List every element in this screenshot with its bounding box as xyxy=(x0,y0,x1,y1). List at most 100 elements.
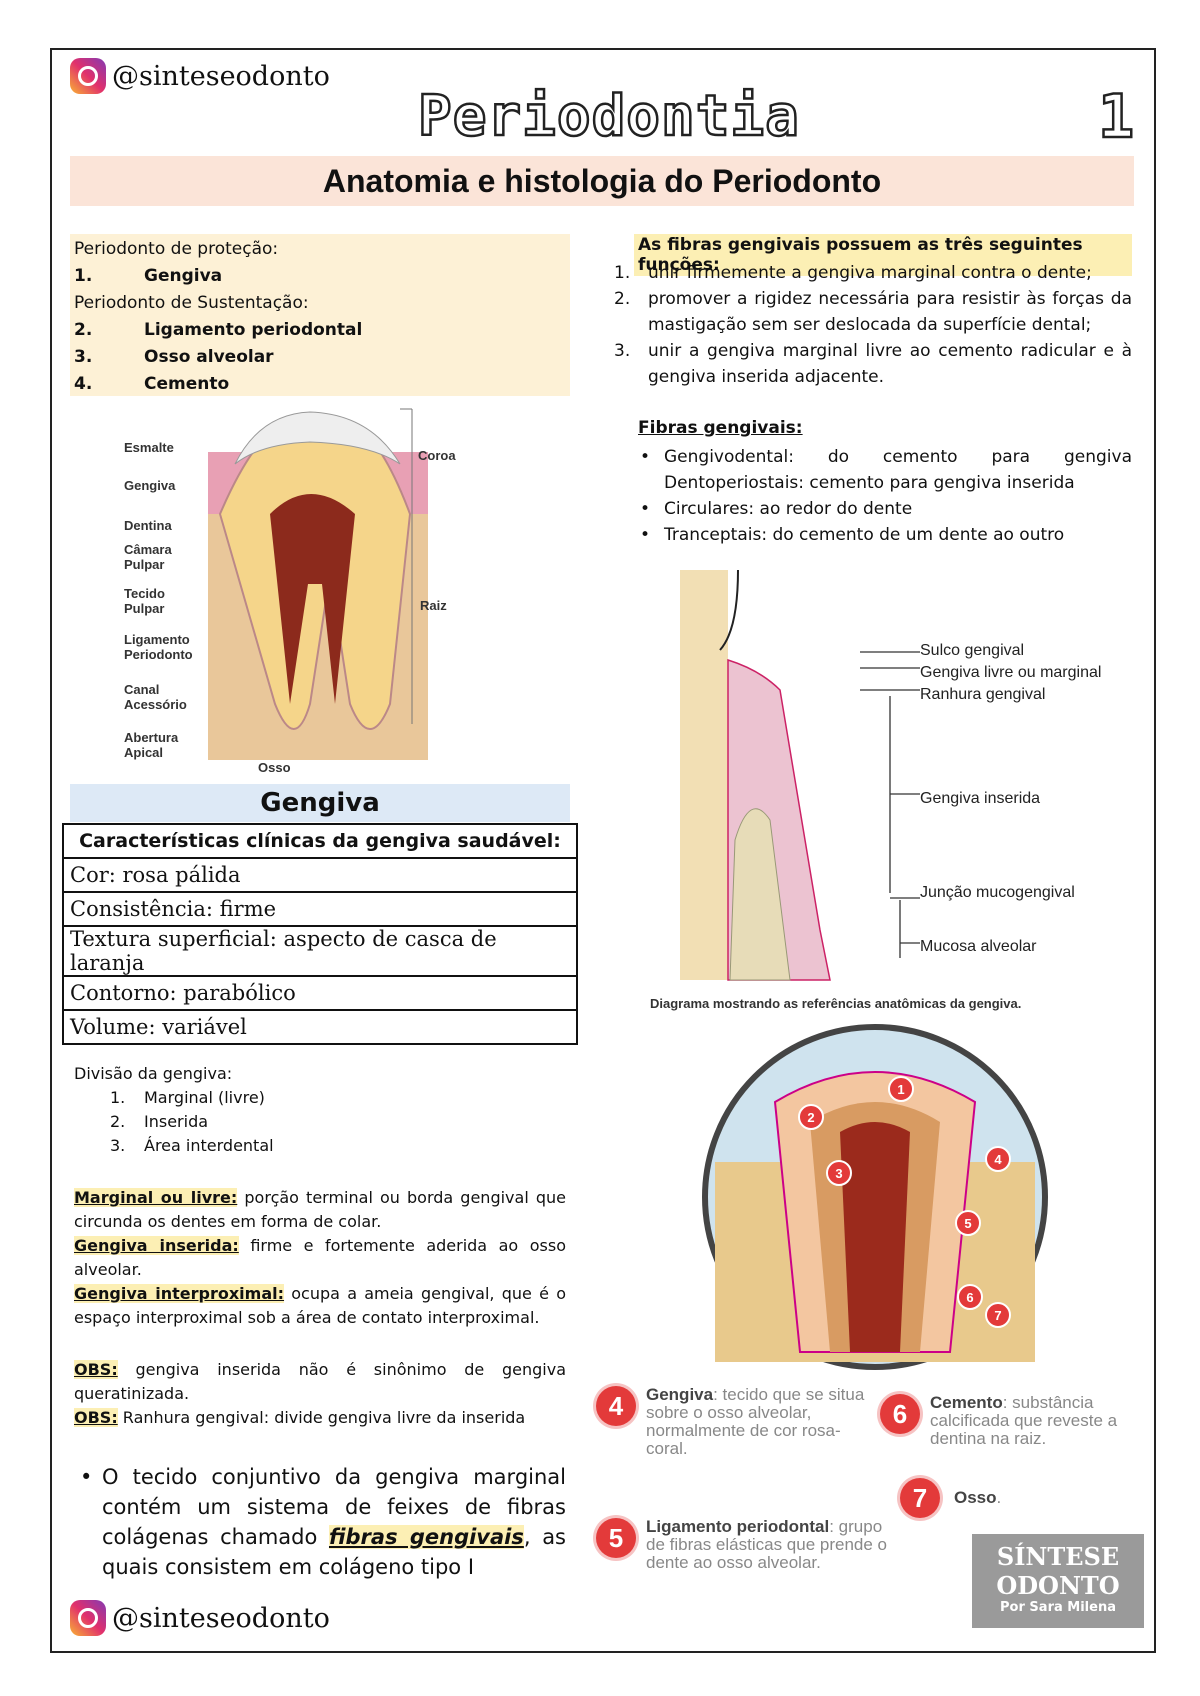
legend-text: : tecido que se situa sobre o osso alveo… xyxy=(646,1385,865,1458)
definition-paragraph: Gengiva inserida: firme e fortemente ade… xyxy=(74,1234,566,1282)
definition-paragraph: Marginal ou livre: porção terminal ou bo… xyxy=(74,1186,566,1234)
list-number: 3. xyxy=(614,341,631,361)
list-item: • Tranceptais: do cemento de um dente ao … xyxy=(640,522,1132,548)
gum-label: Gengiva livre ou marginal xyxy=(920,664,1102,681)
definition-paragraph: OBS: Ranhura gengival: divide gengiva li… xyxy=(74,1406,566,1430)
definition-term: Marginal ou livre: xyxy=(74,1188,238,1207)
bullet-icon: • xyxy=(640,525,651,545)
coroa-label: Coroa xyxy=(418,448,456,463)
legend-text: : grupo de fibras elásticas que prende o… xyxy=(646,1517,887,1572)
gengiva-characteristics-table: Características clínicas da gengiva saud… xyxy=(62,823,578,1045)
fibras-bullet: • O tecido conjuntivo da gengiva margina… xyxy=(80,1465,566,1579)
enamel-shape xyxy=(234,411,401,465)
list-text: Tranceptais: do cemento de um dente ao o… xyxy=(664,525,1065,545)
support-label: Periodonto de Sustentação: xyxy=(74,293,309,313)
periodonto-structure-box: Periodonto de proteção: 1.Gengiva Period… xyxy=(70,234,570,396)
list-item: 3.unir a gengiva marginal livre ao cemen… xyxy=(614,338,1132,390)
circle-marker: 6 xyxy=(957,1284,983,1310)
protection-label: Periodonto de proteção: xyxy=(74,239,279,259)
list-number: 3. xyxy=(110,1136,126,1155)
legend-item-6: 6 Cemento: substância calcificada que re… xyxy=(880,1394,1150,1448)
table-row: Contorno: parabólico xyxy=(62,975,578,1011)
list-item: 2.Inserida xyxy=(110,1110,564,1134)
table-row: Características clínicas da gengiva saud… xyxy=(62,823,578,859)
legend-item-5: 5 Ligamento periodontal: grupo de fibras… xyxy=(596,1518,896,1572)
circle-marker: 4 xyxy=(985,1146,1011,1172)
table-row: Textura superficial: aspecto de casca de… xyxy=(62,925,578,977)
list-item: 3. Osso alveolar xyxy=(74,344,566,371)
list-item: • Gengivodental: do cemento para gengiva … xyxy=(640,444,1132,496)
legend-item-4: 4 Gengiva: tecido que se situa sobre o o… xyxy=(596,1386,866,1458)
gum-label: Ranhura gengival xyxy=(920,686,1046,703)
legend-text: : substância calcificada que reveste a d… xyxy=(930,1393,1118,1448)
list-number: 4. xyxy=(74,374,93,394)
pulp-layer xyxy=(840,1122,910,1352)
badge-line: SÍNTESE xyxy=(996,1542,1120,1571)
gum-label: Gengiva inserida xyxy=(920,790,1041,807)
raiz-label: Raiz xyxy=(420,598,447,613)
bullet-term: fibras gengivais xyxy=(328,1525,524,1549)
table-row: Consistência: firme xyxy=(62,891,578,927)
list-text: Cemento xyxy=(144,374,230,394)
fibras-functions-list: 1. unir firmemente a gengiva marginal con… xyxy=(614,260,1132,390)
handle-text: @sinteseodonto xyxy=(112,1602,330,1634)
legend-item-7: 7 Osso. xyxy=(900,1478,1001,1518)
protection-list: 1.Gengiva xyxy=(74,263,566,290)
list-text: Ligamento periodontal xyxy=(144,320,363,340)
circle-marker: 2 xyxy=(798,1104,824,1130)
gum-label: Mucosa alveolar xyxy=(920,938,1037,955)
list-text: Gengivodental: do cemento para gengiva D… xyxy=(664,447,1132,493)
definition-paragraph: Gengiva interproximal: ocupa a ameia gen… xyxy=(74,1282,566,1330)
bullet-icon: • xyxy=(640,447,651,467)
list-item: •Circulares: ao redor do dente xyxy=(640,496,1132,522)
definition-term: Gengiva interproximal: xyxy=(74,1284,285,1303)
tooth-label: Câmara Pulpar xyxy=(124,542,172,572)
table-header: Características clínicas da gengiva saud… xyxy=(62,823,578,859)
definition-text: porção terminal ou borda gengival que ci… xyxy=(74,1188,566,1231)
bone-shape xyxy=(729,808,791,981)
definition-paragraph: OBS: gengiva inserida não é sinônimo de … xyxy=(74,1358,566,1406)
instagram-icon xyxy=(70,1600,106,1636)
gum-diagram-caption: Diagrama mostrando as referências anatôm… xyxy=(650,996,1022,1011)
circle-marker: 7 xyxy=(985,1302,1011,1328)
list-number: 1. xyxy=(74,266,93,286)
gingiva-landmarks-diagram xyxy=(680,570,831,981)
gum-bracket-lines xyxy=(860,651,920,958)
list-text: unir firmemente a gengiva marginal contr… xyxy=(648,263,1092,283)
instagram-handle-bottom[interactable]: @sinteseodonto xyxy=(70,1600,330,1636)
list-text: Marginal (livre) xyxy=(144,1088,265,1107)
list-item: 1.Gengiva xyxy=(74,263,566,290)
tooth-label: Tecido Pulpar xyxy=(124,586,165,616)
list-number: 1. xyxy=(614,263,631,283)
table-cell: Contorno: parabólico xyxy=(62,975,578,1011)
legend-term: Osso xyxy=(954,1488,997,1507)
obs-notes: OBS: gengiva inserida não é sinônimo de … xyxy=(74,1358,566,1430)
list-text: Osso alveolar xyxy=(144,347,274,367)
legend-term: Cemento xyxy=(930,1393,1003,1412)
page-number: 1 xyxy=(1097,81,1136,154)
list-item: 2.promover a rigidez necessária para res… xyxy=(614,286,1132,338)
legend-text: . xyxy=(996,1488,1002,1507)
bullet-text: O tecido conjuntivo da gengiva marginal … xyxy=(102,1465,566,1549)
fibras-heading: As fibras gengivais possuem as três segu… xyxy=(634,234,1132,276)
tooth-label: Osso xyxy=(258,760,291,775)
gengiva-definitions: Marginal ou livre: porção terminal ou bo… xyxy=(74,1186,566,1330)
tooth-label: Abertura Apical xyxy=(124,730,179,760)
badge-line: ODONTO xyxy=(996,1571,1120,1600)
definition-term: OBS: xyxy=(74,1408,118,1427)
periodontium-circle-diagram xyxy=(702,1024,1048,1370)
list-number: 3. xyxy=(74,347,93,367)
instagram-handle-top[interactable]: @sinteseodonto xyxy=(70,58,330,94)
sintese-odonto-badge: SÍNTESE ODONTO Por Sara Milena xyxy=(972,1534,1144,1628)
gum-label: Sulco gengival xyxy=(920,642,1025,659)
table-cell: Cor: rosa pálida xyxy=(62,857,578,893)
list-text: Área interdental xyxy=(144,1136,274,1155)
definition-text: ocupa a ameia gengival, que é o espaço i… xyxy=(74,1284,566,1327)
legend-number: 7 xyxy=(900,1478,940,1518)
tooth-label: Esmalte xyxy=(124,440,174,455)
bullet-text-end: , as quais consistem em colágeno tipo I xyxy=(102,1525,566,1579)
section-subtitle: Anatomia e histologia do Periodonto xyxy=(70,156,1134,206)
legend-term: Ligamento periodontal xyxy=(646,1517,830,1536)
page-title: Periodontia xyxy=(417,83,800,151)
list-item: 2.Ligamento periodontal xyxy=(74,317,566,344)
